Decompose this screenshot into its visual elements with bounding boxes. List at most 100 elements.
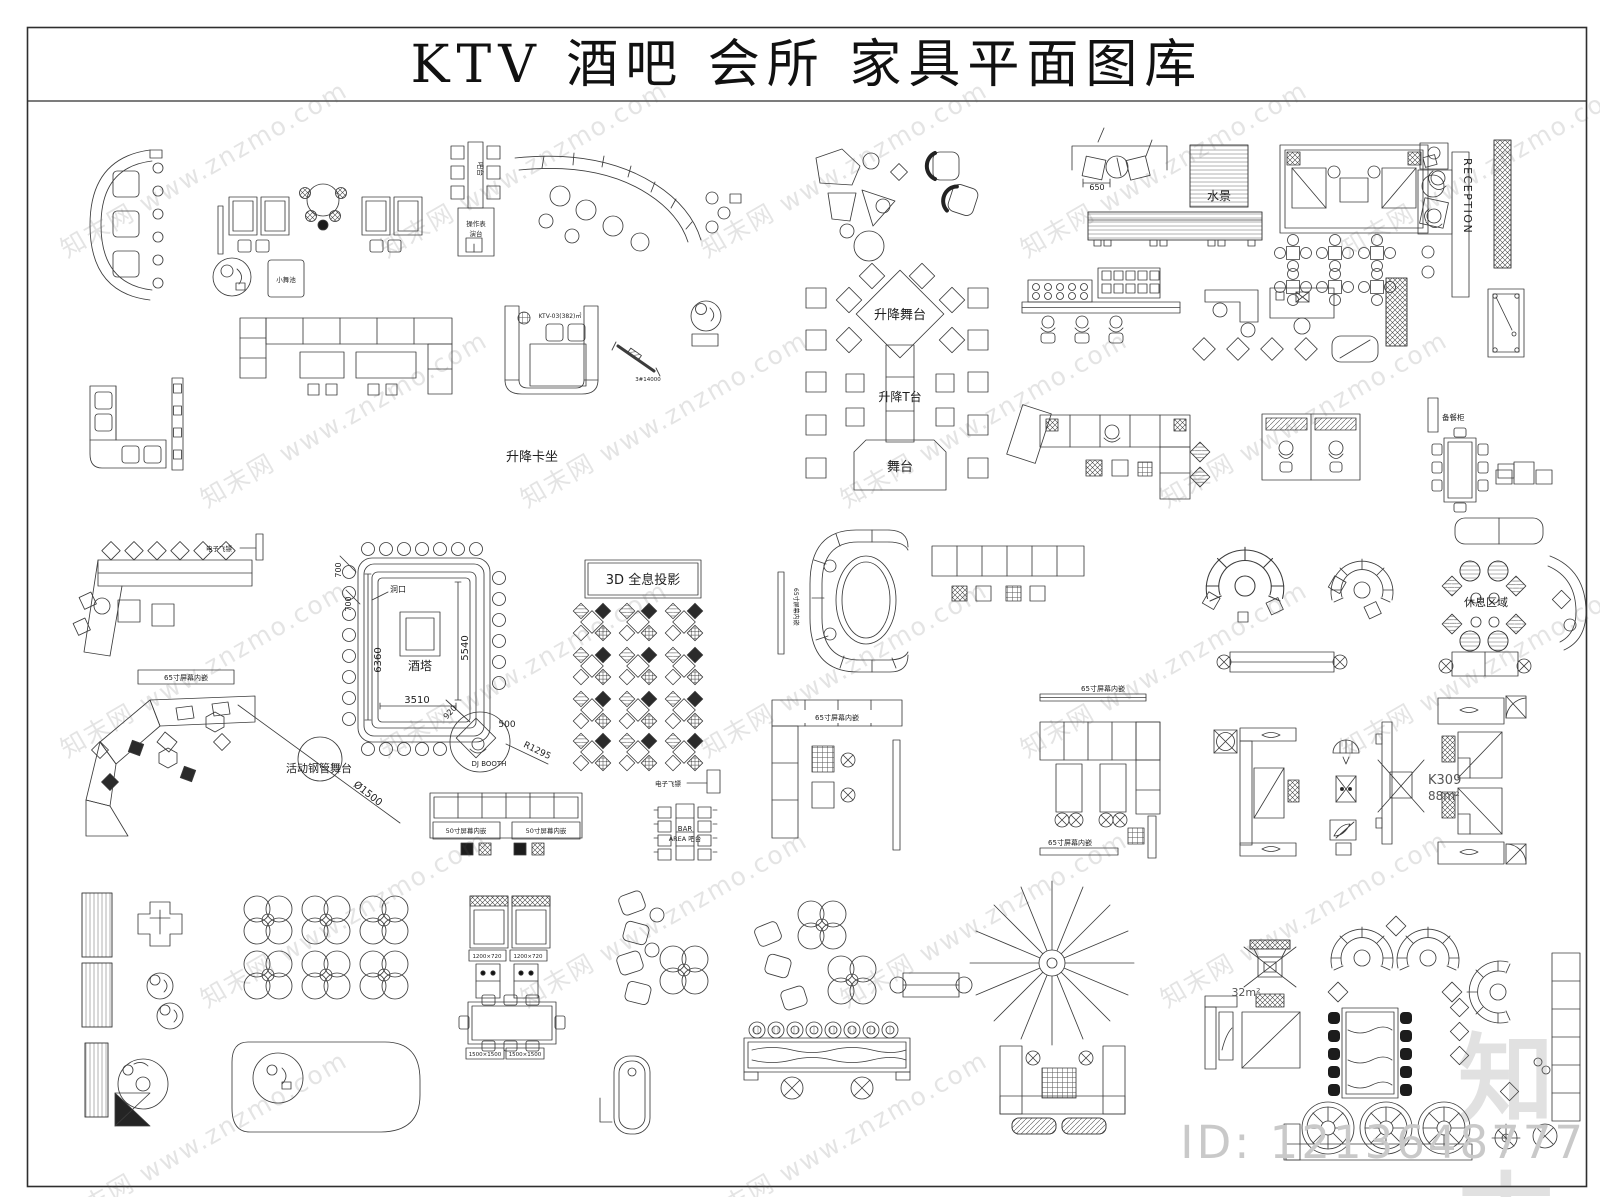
truss-column — [1331, 139, 1512, 363]
dim-6360: 6360 — [373, 647, 384, 672]
label-water: 水景 — [1207, 189, 1231, 203]
holo-projection-area — [572, 559, 785, 772]
arc-sofa — [514, 152, 742, 252]
small-bench — [889, 972, 973, 998]
booth-65-left — [771, 699, 903, 851]
dim-700-a: 700 — [334, 562, 343, 577]
dim-5540: 5540 — [460, 635, 471, 660]
label-lift-booth: 升降卡坐 — [506, 450, 558, 465]
right-tall-bench — [1499, 952, 1581, 1149]
straight-booth — [931, 545, 1085, 602]
sofa-combo — [239, 317, 453, 396]
label-wine-tower: 酒塔 — [408, 659, 432, 673]
label-size1200-b: 1200×720 — [513, 954, 543, 960]
sectional-sofa — [1006, 404, 1211, 500]
long-bar-stools — [743, 1021, 911, 1100]
horseshoe-booth — [809, 529, 909, 673]
label-opening: 洞口 — [390, 584, 406, 594]
lift-stage-group — [805, 230, 989, 491]
hatch-sofas-dining — [458, 895, 566, 1060]
geometric-tables — [815, 148, 979, 239]
dim-650: 650 — [1089, 183, 1104, 192]
banquet-table — [1328, 1007, 1412, 1099]
ktv03-booth — [504, 305, 599, 395]
booth-65-big — [1039, 693, 1161, 859]
quatrefoil-tables — [243, 895, 409, 1000]
dimensioned-seat-group — [1071, 127, 1168, 188]
label-operation-2: 演台 — [470, 229, 483, 238]
curved-sofa-left — [89, 149, 164, 301]
tilted-chairs — [616, 890, 709, 1005]
label-holo: 3D 全息投影 — [606, 572, 680, 588]
long-bench — [1216, 651, 1348, 673]
label-cabinet: 备餐柜 — [1442, 412, 1465, 422]
label-bar-area-2: AREA 吧台 — [669, 834, 702, 843]
page-title: KTV 酒吧 会所 家具平面图库 — [411, 35, 1204, 95]
fan-wheels — [1283, 1101, 1521, 1161]
label-screen65-a: 65寸屏幕内嵌 — [792, 588, 800, 626]
dj-and-dance-box — [212, 205, 305, 298]
label-reception: RECEPTION — [1461, 158, 1474, 234]
quatrefoil-pair — [754, 900, 877, 1011]
label-pole-stage: 活动钢管舞台 — [286, 761, 352, 775]
label-area32: 32m² — [1231, 986, 1260, 999]
bathtub — [599, 1055, 651, 1135]
zigzag-booth — [85, 695, 256, 837]
label-screen50-b: 50寸屏幕内嵌 — [526, 826, 567, 835]
island-bar — [339, 542, 549, 773]
label-size1200-a: 1200×720 — [472, 954, 502, 960]
label-rest-area: 休息区域 — [1464, 595, 1508, 609]
bottom-left-seating — [81, 892, 184, 1127]
starburst-decoration — [969, 880, 1135, 1046]
dining-table-8 — [1431, 427, 1515, 513]
rest-area — [1438, 517, 1587, 677]
label-lift-t: 升降T台 — [878, 389, 921, 404]
label-small-dance: 小舞池 — [276, 275, 296, 284]
sheet-frame — [26, 26, 1588, 1188]
person-at-table — [690, 300, 722, 347]
pole-dance-stage — [237, 704, 401, 824]
lounge-room — [1274, 144, 1435, 306]
dim-700-b: 700 — [344, 596, 353, 611]
reception-area — [1417, 142, 1525, 358]
dim-500: 500 — [498, 720, 515, 730]
label-stage: 舞台 — [887, 460, 913, 475]
water-feature — [1087, 144, 1263, 247]
label-size1500-b: 1500×1500 — [509, 1052, 542, 1058]
u-sofa-bottom — [999, 1045, 1126, 1135]
office-desks — [1204, 287, 1335, 338]
room-32 — [1204, 939, 1301, 1070]
bar-counter-vertical — [450, 141, 501, 257]
label-screen65-c: 65寸屏幕内嵌 — [1048, 838, 1092, 847]
serving-cabinet — [1427, 397, 1439, 433]
label-k309-area: 88m² — [1428, 789, 1460, 803]
mic-stand — [611, 341, 661, 377]
label-darts-a: 电子飞镖 — [206, 544, 233, 553]
corner-l-sofa — [89, 377, 184, 471]
label-darts-b: 电子飞镖 — [655, 779, 682, 788]
label-screen50-a: 50寸屏幕内嵌 — [446, 826, 487, 835]
label-lift-stage: 升降舞台 — [874, 308, 926, 323]
booth-50-screens — [429, 792, 583, 856]
fan-sofas — [1201, 546, 1394, 623]
label-screen65-e: 65寸屏幕内嵌 — [164, 673, 208, 682]
wine-bar — [1021, 267, 1181, 344]
label-ktv03: KTV-03(382)㎡ — [539, 312, 582, 320]
k309-suite — [1213, 695, 1527, 865]
label-operation-1: 操作表 — [466, 219, 486, 228]
dim-3510: 3510 — [404, 695, 429, 706]
label-k309: K309 — [1428, 773, 1461, 788]
rounded-stage — [231, 1041, 421, 1133]
sofa-round-table-set — [228, 183, 423, 253]
left-bar — [72, 533, 264, 685]
podium-set — [1495, 461, 1553, 485]
fan-booths — [1327, 915, 1511, 1066]
label-bar-counter: 吧台 — [476, 162, 485, 176]
bar-area-shelf — [653, 769, 721, 861]
double-booth — [1261, 413, 1361, 481]
label-screen65-d: 65寸屏幕内嵌 — [815, 713, 859, 722]
label-dj-booth: DJ BOOTH — [472, 760, 507, 768]
diamond-chairs-row — [1192, 337, 1318, 361]
